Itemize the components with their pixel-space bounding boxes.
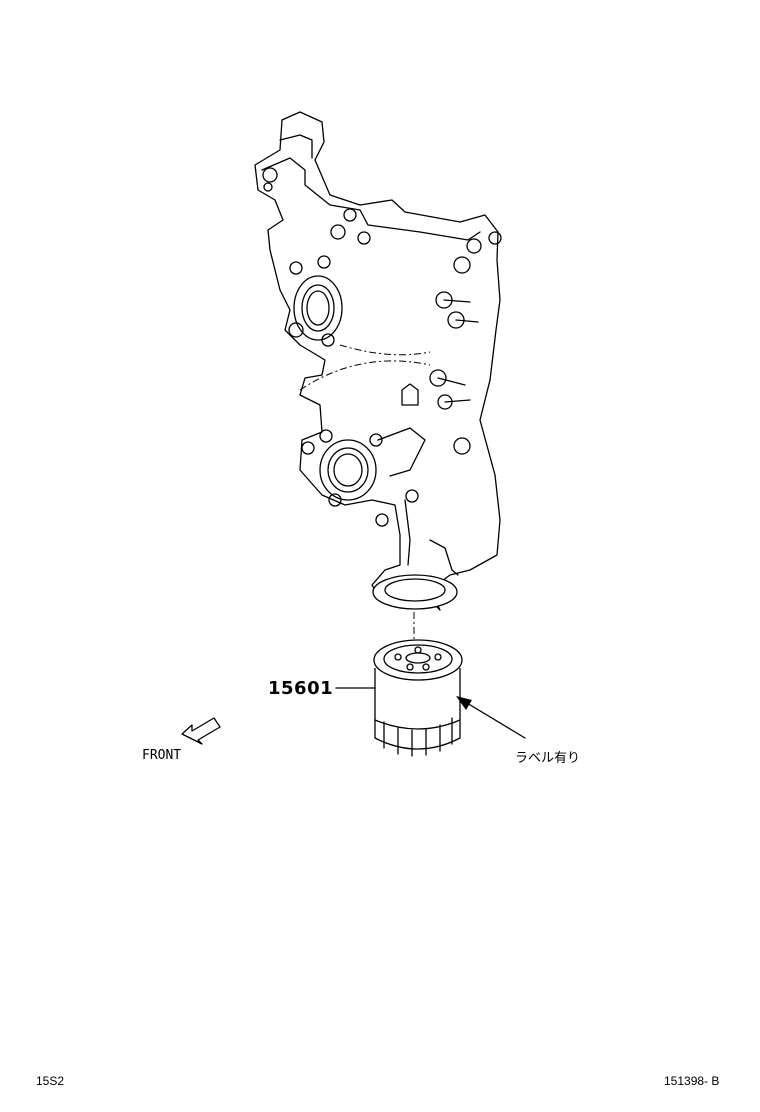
- front-label: FRONT: [142, 748, 182, 763]
- footer-right-code: 151398- B: [664, 1074, 720, 1088]
- footer-left-code: 15S2: [36, 1074, 65, 1088]
- timing-cover-illustration: [254, 111, 502, 611]
- label-note-leader: [461, 699, 526, 739]
- label-note-arrowhead: [456, 696, 472, 710]
- oil-filter-illustration: [373, 639, 463, 757]
- front-arrow-icon: [181, 717, 221, 745]
- part-number-label: 15601: [268, 678, 334, 699]
- label-note: ラベル有り: [515, 751, 581, 766]
